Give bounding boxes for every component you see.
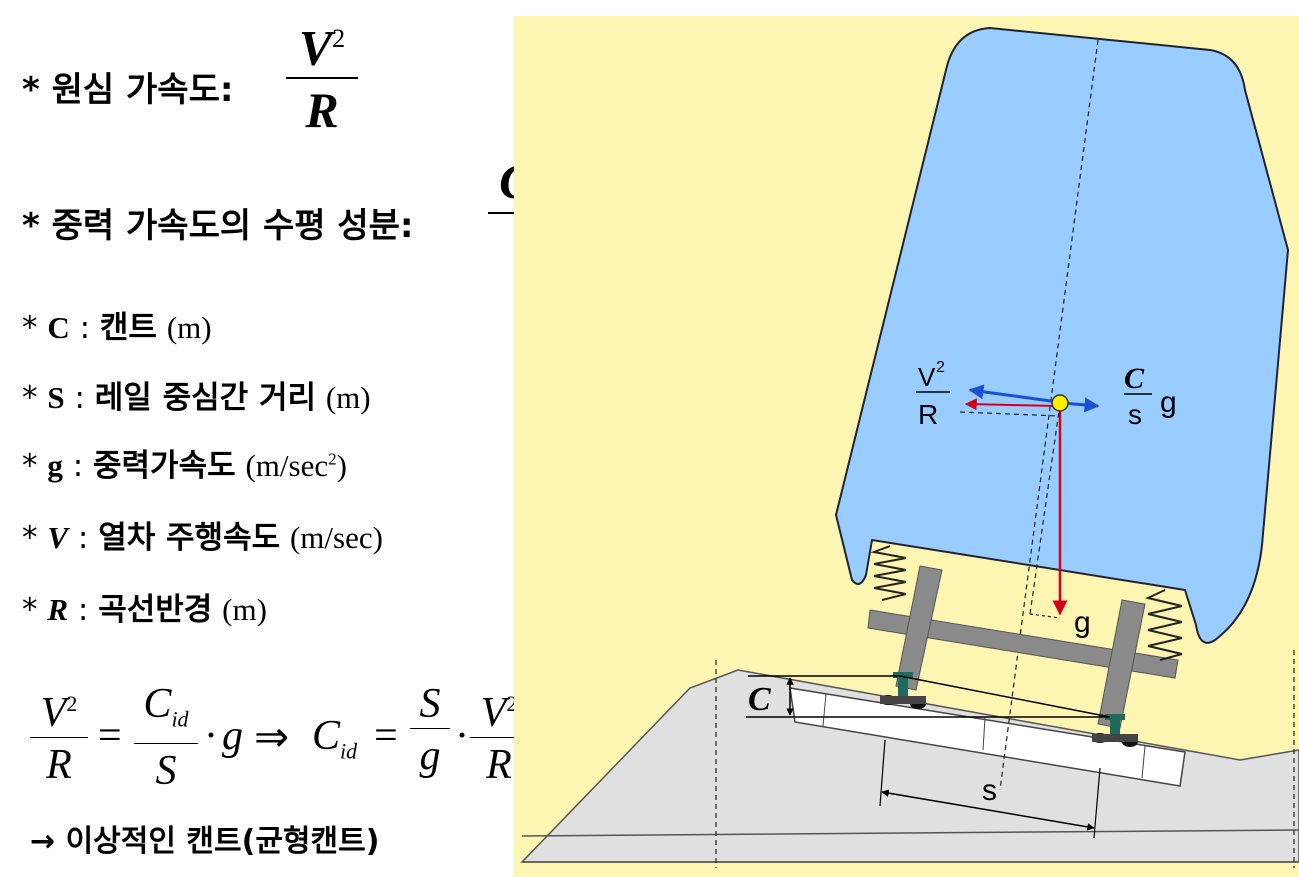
s-dimension <box>881 789 1095 831</box>
gravity-component-base <box>1029 613 1061 619</box>
eq-lhs-fraction: V2 R <box>30 680 88 792</box>
eq-equals-2: = <box>374 713 398 759</box>
svg-text:C: C <box>1124 362 1145 395</box>
sleeper-joint <box>1141 745 1146 779</box>
svg-text:2: 2 <box>936 359 945 376</box>
eq-equals-1: = <box>98 713 122 759</box>
center-of-gravity-point <box>1051 394 1069 412</box>
spring-left <box>870 545 907 601</box>
cant-label: C <box>748 681 771 718</box>
centripetal-fraction: V2 R <box>286 10 358 141</box>
bogie-frame <box>867 609 1179 679</box>
ground-line <box>521 829 1299 837</box>
sleeper-joint <box>982 717 986 751</box>
centripetal-numerator: V2 <box>298 19 346 76</box>
eq-mid-fraction: Cid S <box>134 680 198 798</box>
eq-g: g <box>222 713 243 759</box>
fraction-bar <box>286 76 358 79</box>
variable-c: * C : 캔트 (m) <box>22 310 212 346</box>
variable-s: * S : 레일 중심간 거리 (m) <box>22 380 371 416</box>
centripetal-label: * 원심 가속도: <box>22 70 234 110</box>
s-extension-right <box>1093 767 1101 839</box>
conclusion-text: → 이상적인 캔트(균형캔트) <box>30 824 380 859</box>
centrifugal-arrow-blue <box>968 384 1059 404</box>
eq-v2-over-r: V2 R <box>470 680 528 792</box>
car-body <box>834 26 1290 644</box>
centripetal-denominator: R <box>305 81 339 138</box>
rail-right <box>1092 714 1138 747</box>
gravity-horizontal-label: * 중력 가속도의 수평 성분: <box>22 206 414 246</box>
sleeper-joint <box>822 693 827 727</box>
s-extension-left <box>879 739 886 807</box>
v2-over-r-label: V 2 R <box>916 359 950 430</box>
rail-top-line <box>899 675 1111 718</box>
eq-s-over-g: S g <box>410 680 450 783</box>
car-center-axis <box>999 39 1099 791</box>
svg-text:s: s <box>1128 399 1142 430</box>
gravity-label: g <box>1074 606 1091 639</box>
svg-text:V: V <box>918 362 936 392</box>
eq-dot: · <box>204 713 218 759</box>
variable-r: * R : 곡선반경 (m) <box>22 592 267 628</box>
eq-cid: Cid <box>312 713 358 764</box>
eq-dot-2: · <box>455 713 469 759</box>
eq-implies: ⇒ <box>254 715 290 761</box>
horizontal-dashed <box>959 411 1061 417</box>
s-label: s <box>982 774 997 807</box>
axle-left <box>895 565 943 691</box>
rail-left <box>880 672 926 709</box>
svg-text:R: R <box>918 399 938 430</box>
spring-right <box>1144 589 1183 661</box>
c-over-s-g-label: C s g <box>1124 362 1177 430</box>
variable-g: * g : 중력가속도 (m/sec2) <box>22 448 347 484</box>
variable-v: * V : 열차 주행속도 (m/sec) <box>22 520 383 556</box>
centrifugal-arrow-red <box>964 398 1059 411</box>
svg-text:g: g <box>1160 386 1177 419</box>
